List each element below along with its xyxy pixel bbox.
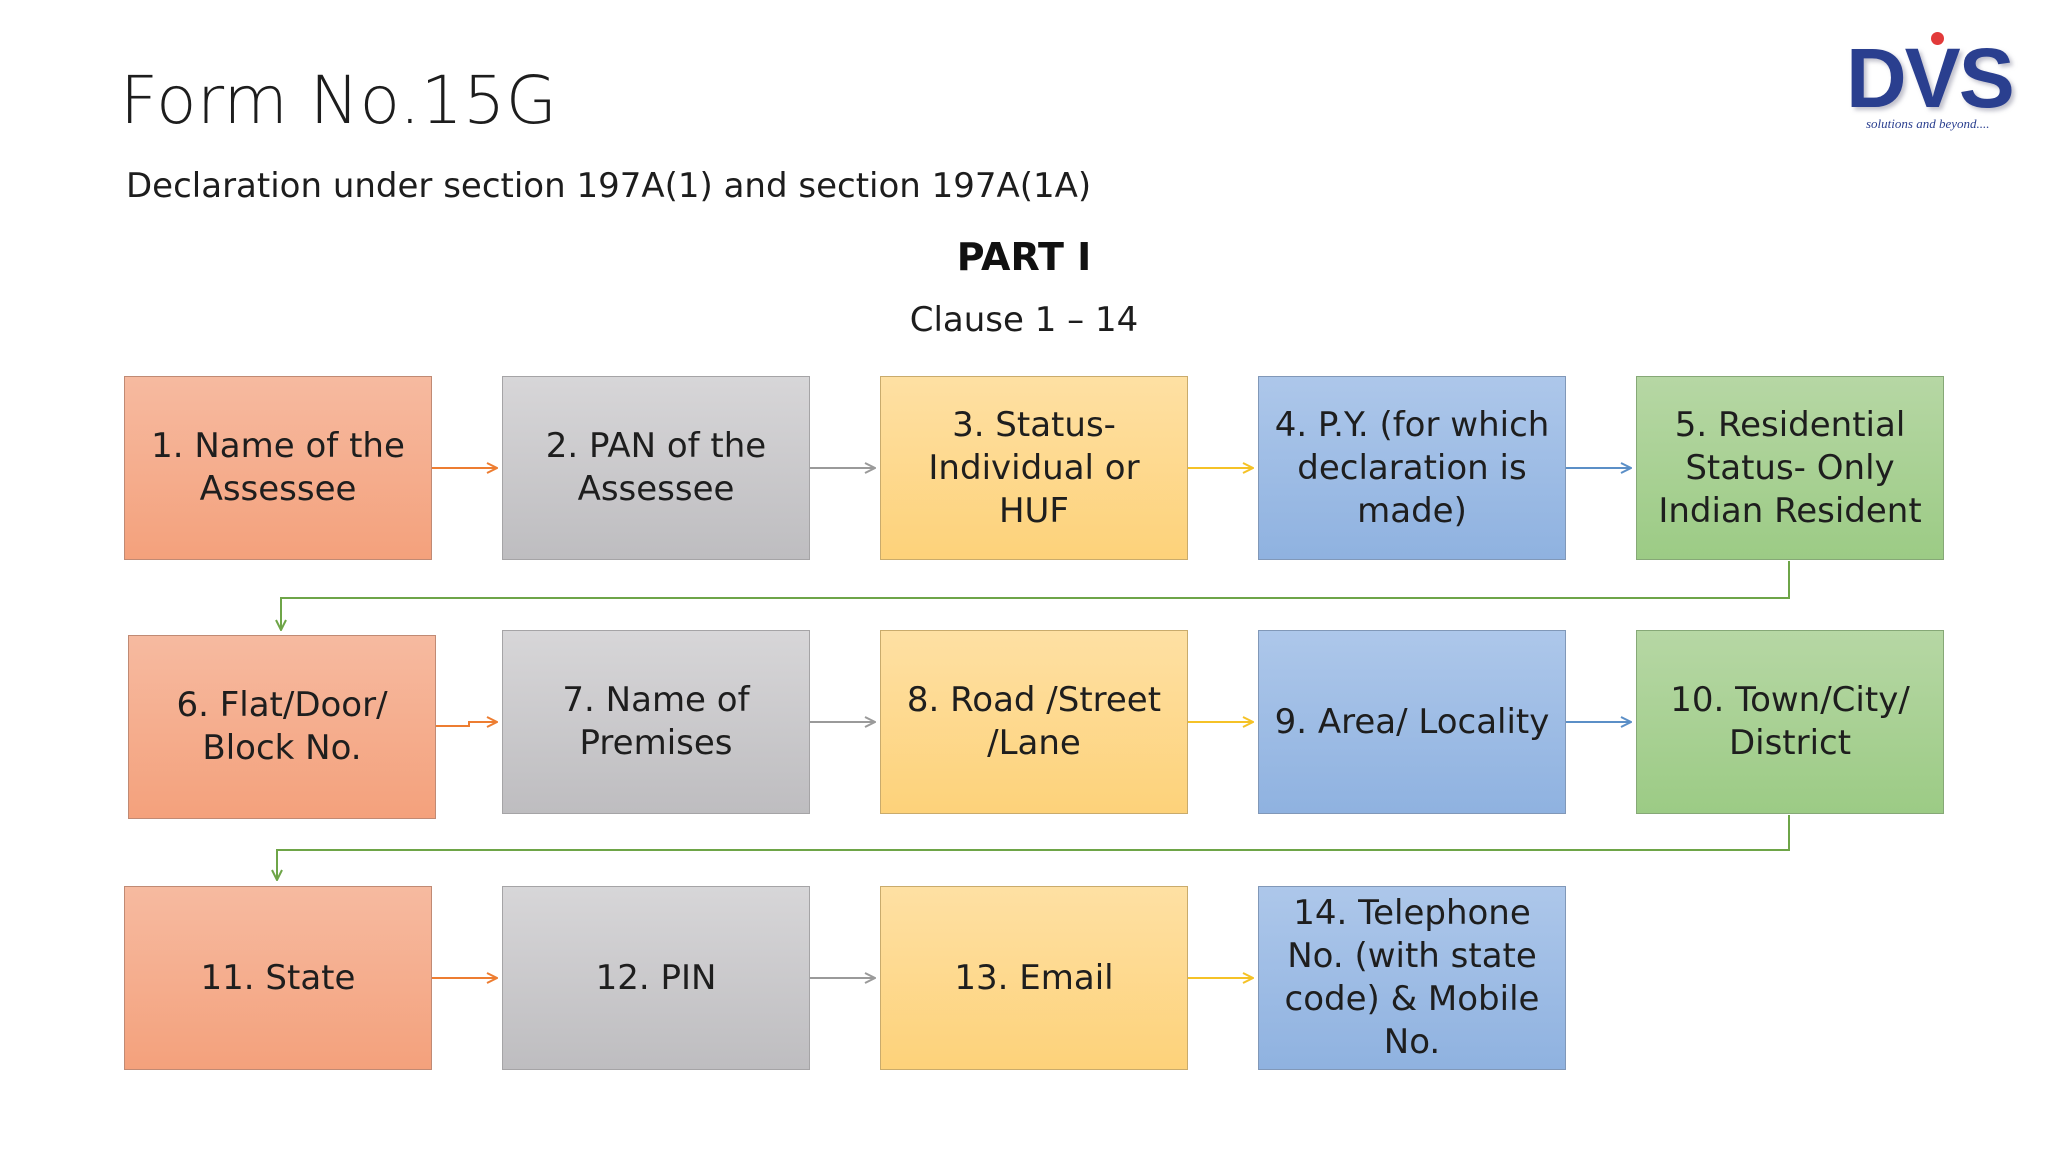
step-14-telephone-mobile: 14. Telephone No. (with state code) & Mo… [1258,886,1566,1070]
step-13-email: 13. Email [880,886,1188,1070]
step-6-flat-door-block: 6. Flat/Door/ Block No. [128,635,436,819]
step-10-town-city-district: 10. Town/City/ District [1636,630,1944,814]
step-8-road-street-lane: 8. Road /Street /Lane [880,630,1188,814]
part-heading: PART I [956,235,1092,279]
step-9-area-locality: 9. Area/ Locality [1258,630,1566,814]
connector-5-6 [281,561,1790,630]
page-subtitle: Declaration under section 197A(1) and se… [126,166,1092,206]
step-11-state: 11. State [124,886,432,1070]
connector-10-11 [277,815,1790,880]
step-1-name-of-assessee: 1. Name of the Assessee [124,376,432,560]
step-4-previous-year: 4. P.Y. (for which declaration is made) [1258,376,1566,560]
step-5-residential-status: 5. Residential Status- Only Indian Resid… [1636,376,1944,560]
arrow-6-7 [436,722,497,726]
logo-tagline: solutions and beyond.... [1866,116,1990,131]
step-12-pin: 12. PIN [502,886,810,1070]
logo-dot-icon [1931,32,1944,45]
step-3-status: 3. Status- Individual or HUF [880,376,1188,560]
step-7-name-of-premises: 7. Name of Premises [502,630,810,814]
page-title: Form No.15G [120,62,558,139]
dvs-logo: DVS solutions and beyond.... [1838,30,2038,135]
clause-range: Clause 1 – 14 [909,300,1139,340]
step-2-pan-of-assessee: 2. PAN of the Assessee [502,376,810,560]
logo-wordmark: DVS [1846,31,2015,125]
